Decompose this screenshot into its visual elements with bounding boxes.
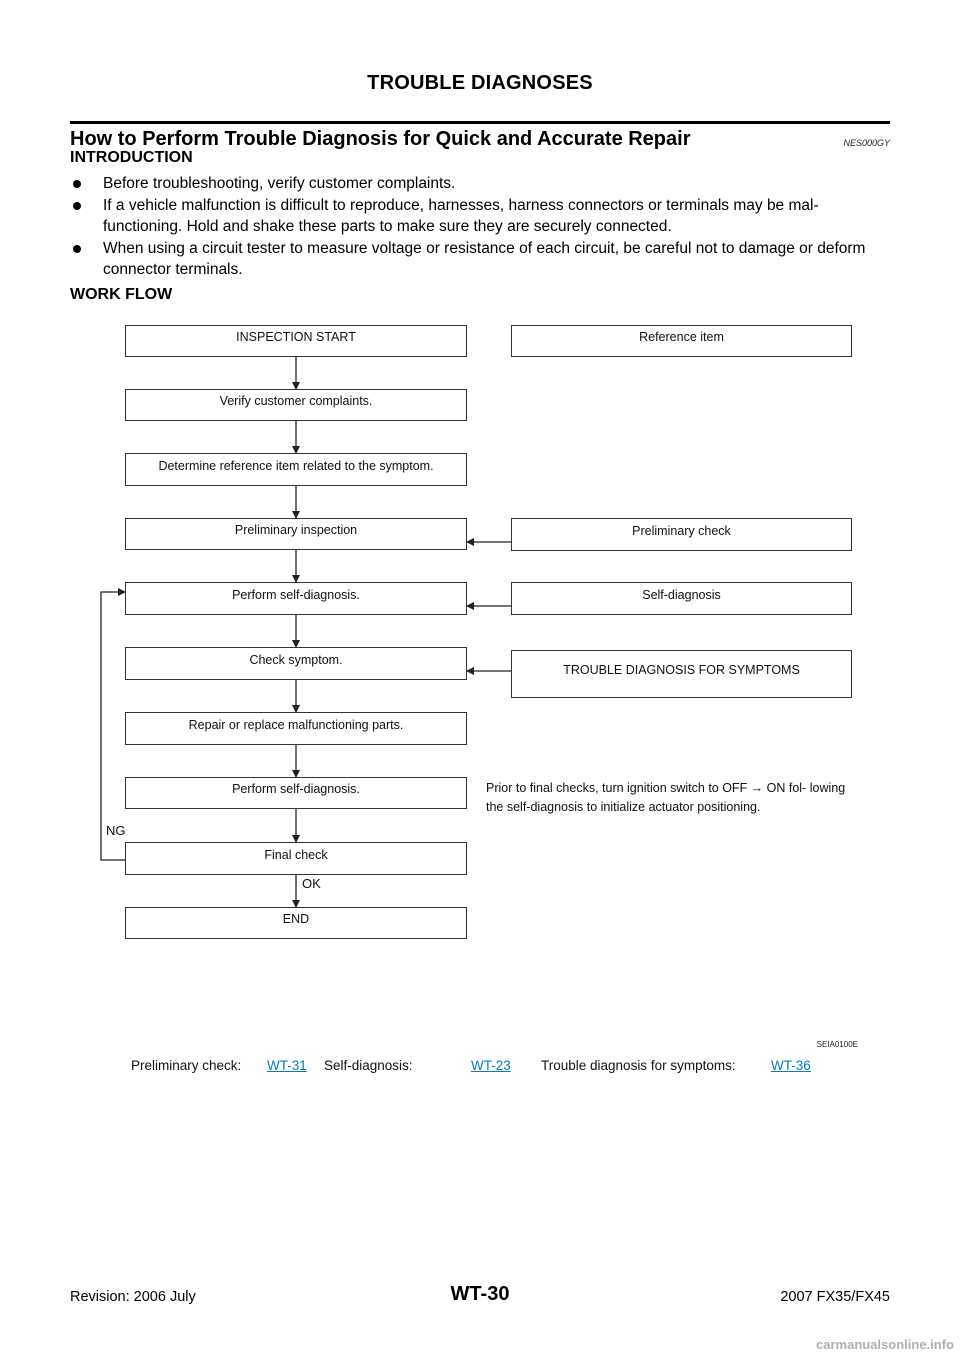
flow-step-self-diagnosis-2: Perform self-diagnosis. — [125, 777, 467, 809]
bullet-text: If a vehicle malfunction is difficult to… — [103, 197, 819, 235]
ok-label: OK — [302, 876, 321, 891]
model-text: 2007 FX35/FX45 — [780, 1289, 890, 1305]
self-diagnosis-link[interactable]: WT-23 — [471, 1058, 511, 1073]
bullet-text: When using a circuit tester to measure v… — [103, 240, 866, 278]
flow-step-self-diagnosis: Perform self-diagnosis. — [125, 582, 467, 615]
reference-item-box: Reference item — [511, 325, 852, 357]
flow-note: Prior to final checks, turn ignition swi… — [486, 781, 846, 814]
flow-step-preliminary-inspection: Preliminary inspection — [125, 518, 467, 550]
symptoms-link[interactable]: WT-36 — [771, 1058, 811, 1073]
flow-step-end: END — [125, 907, 467, 939]
workflow-heading: WORK FLOW — [70, 286, 173, 303]
ng-label: NG — [106, 823, 126, 838]
page-number: WT-30 — [450, 1283, 510, 1305]
self-diagnosis-box: Self-diagnosis — [511, 582, 852, 615]
symptoms-label: Trouble diagnosis for symptoms: — [541, 1058, 736, 1073]
flow-step-determine-reference: Determine reference item related to the … — [125, 453, 467, 486]
bullet-icon — [73, 245, 81, 253]
revision-text: Revision: 2006 July — [70, 1289, 196, 1305]
section-code: NES000GY — [843, 138, 890, 148]
flow-step-verify-complaints: Verify customer complaints. — [125, 389, 467, 421]
flow-step-inspection-start: INSPECTION START — [125, 325, 467, 357]
figure-id: SEIA0100E — [816, 1040, 858, 1049]
flow-step-check-symptom: Check symptom. — [125, 647, 467, 680]
list-item: Before troubleshooting, verify customer … — [70, 173, 890, 194]
introduction-heading: INTRODUCTION — [70, 149, 193, 166]
bullet-text: Before troubleshooting, verify customer … — [103, 175, 456, 192]
flow-step-final-check: Final check — [125, 842, 467, 875]
header-rule — [70, 121, 890, 124]
watermark: carmanualsonline.info — [816, 1337, 954, 1352]
flow-step-repair-replace: Repair or replace malfunctioning parts. — [125, 712, 467, 745]
preliminary-check-box: Preliminary check — [511, 518, 852, 551]
preliminary-check-label: Preliminary check: — [131, 1058, 242, 1073]
bullet-icon — [73, 180, 81, 188]
trouble-diagnosis-symptoms-box: TROUBLE DIAGNOSIS FOR SYMPTOMS — [511, 650, 852, 698]
list-item: If a vehicle malfunction is difficult to… — [70, 195, 890, 237]
introduction-list: Before troubleshooting, verify customer … — [70, 173, 890, 281]
preliminary-check-link[interactable]: WT-31 — [267, 1058, 307, 1073]
bullet-icon — [73, 202, 81, 210]
section-title: How to Perform Trouble Diagnosis for Qui… — [70, 128, 691, 150]
self-diagnosis-label: Self-diagnosis: — [324, 1058, 413, 1073]
list-item: When using a circuit tester to measure v… — [70, 238, 890, 280]
page-header-title: TROUBLE DIAGNOSES — [367, 72, 593, 94]
